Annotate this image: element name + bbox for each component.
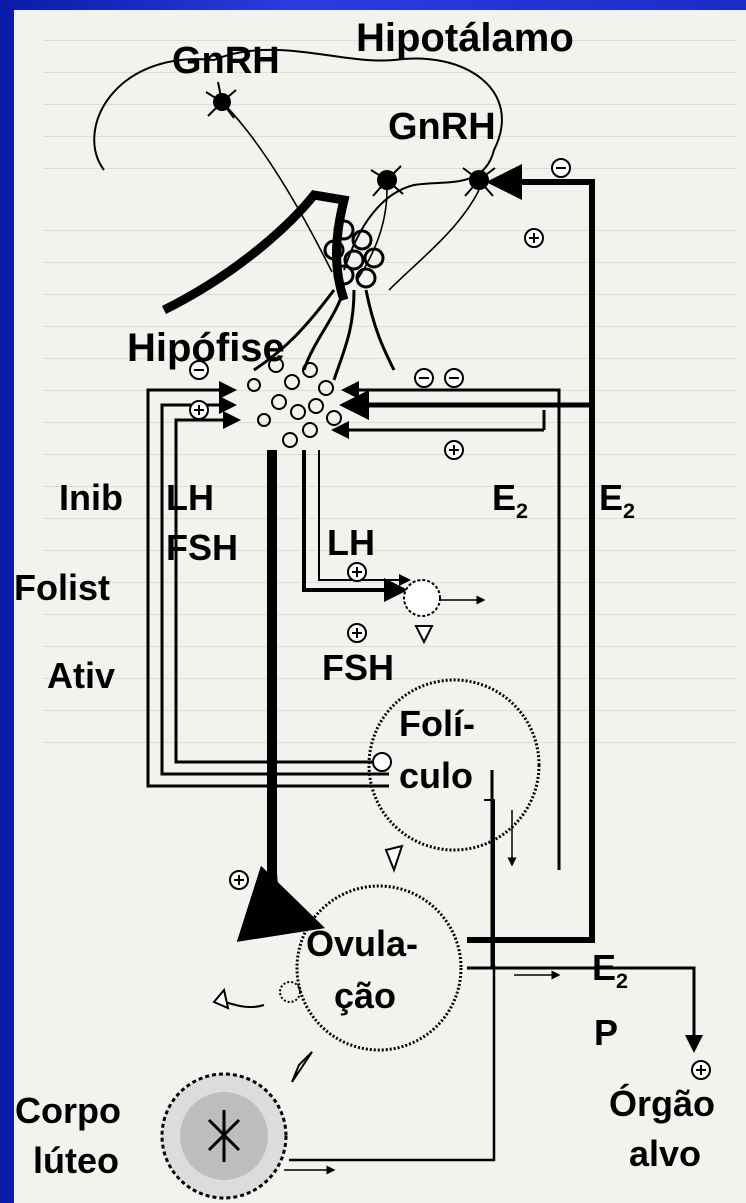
label-hipofise: Hipófise [127, 328, 285, 368]
label-orgao-alvo-2: alvo [629, 1136, 701, 1172]
minus-sign-icon [415, 369, 433, 387]
label-p: P [594, 1015, 618, 1051]
label-inib: Inib [59, 480, 123, 516]
ovulation-icon [297, 886, 461, 1050]
released-oocyte-icon [280, 982, 300, 1002]
oocyte-icon [373, 753, 391, 771]
plus-sign-icon [692, 1061, 710, 1079]
label-lh-2: LH [327, 525, 375, 561]
development-arrow [386, 846, 402, 870]
label-ovulacao-1: Ovula- [306, 926, 418, 962]
e2-p-to-target [467, 770, 694, 1050]
e2-plus-pituitary [334, 410, 544, 430]
label-corpo-luteo-2: lúteo [33, 1143, 119, 1179]
plus-sign-icon [348, 624, 366, 642]
label-e2-3: E2 [592, 950, 628, 992]
pituitary-cells-icon [248, 358, 341, 447]
development-arrow [292, 1052, 312, 1082]
plus-sign-icon [348, 563, 366, 581]
plus-sign-icon [525, 229, 543, 247]
diagram-page: Hipotálamo GnRH GnRH Hipófise Inib LH FS… [14, 10, 746, 1203]
small-follicle-icon [404, 580, 440, 616]
label-foliculo-2: culo [399, 758, 473, 794]
label-ativ: Ativ [47, 658, 115, 694]
lh-surge-arrow [272, 450, 306, 922]
label-lh-1: LH [166, 480, 214, 516]
corpus-luteum-icon [162, 1074, 286, 1198]
label-fsh-2: FSH [322, 650, 394, 686]
label-hipotalamo: Hipotálamo [356, 18, 574, 58]
development-arrow [416, 626, 432, 642]
axis-diagram [14, 10, 746, 1203]
label-orgao-alvo-1: Órgão [609, 1086, 715, 1122]
label-corpo-luteo-1: Corpo [15, 1093, 121, 1129]
plus-sign-icon [230, 871, 248, 889]
hypothalamus-stalk [164, 195, 344, 310]
label-e2-2: E2 [599, 480, 635, 522]
label-foliculo-1: Folí- [399, 706, 475, 742]
hypothalamus-outline [94, 50, 502, 270]
plus-sign-icon [190, 401, 208, 419]
label-folist: Folist [14, 570, 110, 606]
label-gnrh-1: GnRH [172, 42, 280, 80]
label-ovulacao-2: ção [334, 978, 396, 1014]
label-fsh-1: FSH [166, 530, 238, 566]
minus-sign-icon [552, 159, 570, 177]
label-gnrh-2: GnRH [388, 108, 496, 146]
minus-sign-icon [445, 369, 463, 387]
gnrh-neuron-icon [389, 168, 495, 290]
label-e2-1: E2 [492, 480, 528, 522]
plus-sign-icon [445, 441, 463, 459]
e2-feedback-hypothalamus [467, 182, 592, 940]
